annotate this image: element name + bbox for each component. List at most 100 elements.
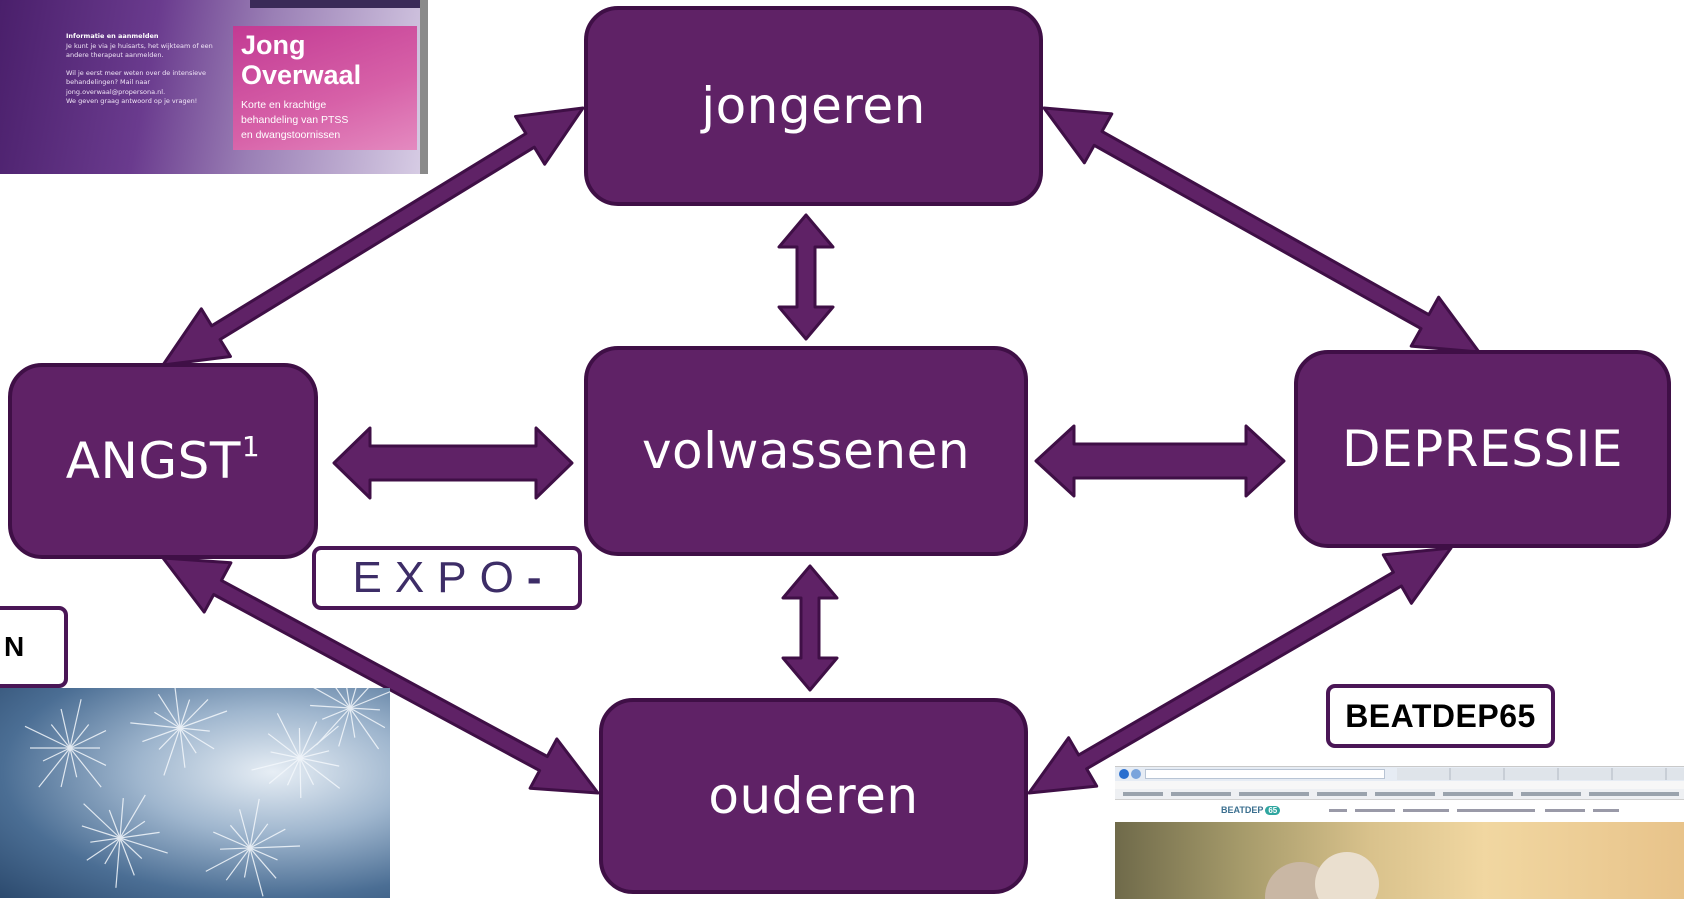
dandelion-seed-strand (298, 727, 301, 759)
dandelion-seed-strand (69, 747, 107, 766)
dandelion-seed-strand (213, 831, 251, 849)
dandelion-seed-strand (108, 809, 121, 839)
dandelion-seed-strand (349, 707, 356, 738)
dandelion-seed-strand (158, 727, 181, 750)
dandelion-seed-strand (179, 699, 191, 729)
dandelion-seed-strand (50, 724, 71, 749)
dandelion-seeds (24, 688, 390, 897)
dandelion-seed-strand (349, 688, 369, 709)
dandelion-seed-strand (299, 757, 340, 767)
dandelion-seed-strand (119, 798, 124, 839)
flyer-subtitle: Korte en krachtige behandeling van PTSS … (241, 99, 349, 141)
dandelion-seed-strand (179, 727, 197, 754)
dandelion-seed-strand (249, 823, 269, 849)
dandelion-seed-strand (310, 704, 351, 709)
dandelion-seed-strand (157, 693, 181, 729)
dandelion-seed-strand (267, 733, 301, 759)
dandelion-seed-strand (249, 847, 264, 897)
dandelion-seed-strand (69, 724, 90, 749)
node-volwassenen: volwassenen (584, 346, 1028, 556)
dandelion-seed-strand (81, 825, 121, 839)
dandelion-seed-strand (249, 847, 278, 861)
node-depressie: DEPRESSIE (1294, 350, 1671, 548)
beatdep65-label-text: BEATDEP65 (1345, 697, 1536, 734)
dandelion-seed-strand (119, 831, 160, 839)
node-depressie-label: DEPRESSIE (1342, 420, 1623, 478)
dandelion-seed-strand (24, 725, 71, 749)
dandelion-seed-strand (251, 757, 301, 771)
flyer-edge (420, 0, 428, 174)
dandelion-seed-strand (249, 798, 260, 849)
dandelion-seed-strand (243, 847, 251, 878)
dandelion-photo (0, 688, 390, 898)
flyer-info-line: Wil je eerst meer weten over de intensie… (66, 68, 207, 77)
dandelion-seed-strand (179, 698, 209, 729)
dandelion-seed-strand (249, 828, 286, 849)
flyer-info-line: andere therapeut aanmelden. (66, 51, 164, 59)
browser-favorites-bar (1115, 789, 1684, 800)
dandelion-seed-strand (69, 747, 78, 778)
dandelion-seed-strand (154, 711, 181, 729)
dandelion-seed-strand (179, 727, 215, 750)
expo-logo-text: EXPO- (352, 553, 542, 602)
dandelion-seed-strand (321, 707, 351, 720)
dandelion-seed-strand (225, 847, 251, 881)
dandelion-seed-strand (349, 688, 357, 709)
dandelion-seed-strand (179, 727, 210, 732)
dandelion-seed-strand (130, 722, 181, 729)
dandelion-seed-strand (229, 824, 251, 849)
browser-tabs (1397, 768, 1684, 780)
dandelion-seed-strand (69, 730, 107, 749)
dandelion-seed-strand (83, 803, 121, 839)
dandelion-seed-strand (299, 721, 318, 759)
browser-url-field (1145, 769, 1385, 779)
website-hero-image (1115, 822, 1684, 899)
dandelion-seed-strand (205, 847, 251, 872)
dandelion-seed-strand (338, 707, 351, 747)
flyer-top-strip (250, 0, 428, 8)
dandelion-seed-strand (299, 757, 315, 786)
dandelion-seed-strand (299, 757, 302, 799)
dandelion-seed-strand (315, 707, 351, 746)
dandelion-seed-strand (270, 751, 301, 759)
dandelion-seed-strand (90, 837, 121, 843)
dandelion-seed-strand (268, 757, 301, 784)
dandelion-seed-strand (86, 837, 121, 861)
node-ouderen-label: ouderen (708, 767, 919, 825)
arrow-jongeren-volwassenen (777, 213, 835, 341)
dandelion-seed-strand (276, 713, 301, 759)
expo-logo-mark: - (526, 553, 542, 602)
dandelion-seed-strand (219, 847, 251, 850)
dandelion-seed-strand (115, 837, 121, 888)
expo-label: EXPO- (312, 546, 582, 610)
forward-icon (1131, 769, 1141, 779)
dandelion-seed-strand (349, 707, 380, 711)
dandelion-seed-strand (119, 820, 146, 839)
flyer-info-line: jong.overwaal@propersona.nl. (66, 87, 166, 96)
node-jongeren-label: jongeren (701, 77, 926, 135)
node-angst-label: ANGST1 (65, 430, 261, 490)
node-ouderen: ouderen (599, 698, 1028, 894)
arrow-volwassenen-ouderen (781, 564, 839, 692)
node-angst: ANGST1 (8, 363, 318, 559)
browser-address-bar (1115, 767, 1684, 781)
dandelion-seed-strand (313, 688, 351, 709)
dandelion-seed-strand (60, 708, 71, 749)
node-jongeren: jongeren (584, 6, 1043, 206)
arrow-jongeren-depressie (1042, 106, 1481, 354)
footnote-marker: 1 (241, 430, 261, 464)
dandelion-seed-strand (104, 837, 121, 865)
dandelion-seed-strand (142, 727, 181, 743)
dandelion-seed-strand (349, 707, 386, 729)
dandelion-seed-strand (299, 750, 330, 759)
flyer-info-line: We geven graag antwoord op je vragen! (66, 97, 198, 105)
dandelion-seed-strand (179, 710, 228, 729)
dandelion-seed-strand (249, 847, 277, 879)
dandelion-seed-strand (346, 688, 351, 709)
